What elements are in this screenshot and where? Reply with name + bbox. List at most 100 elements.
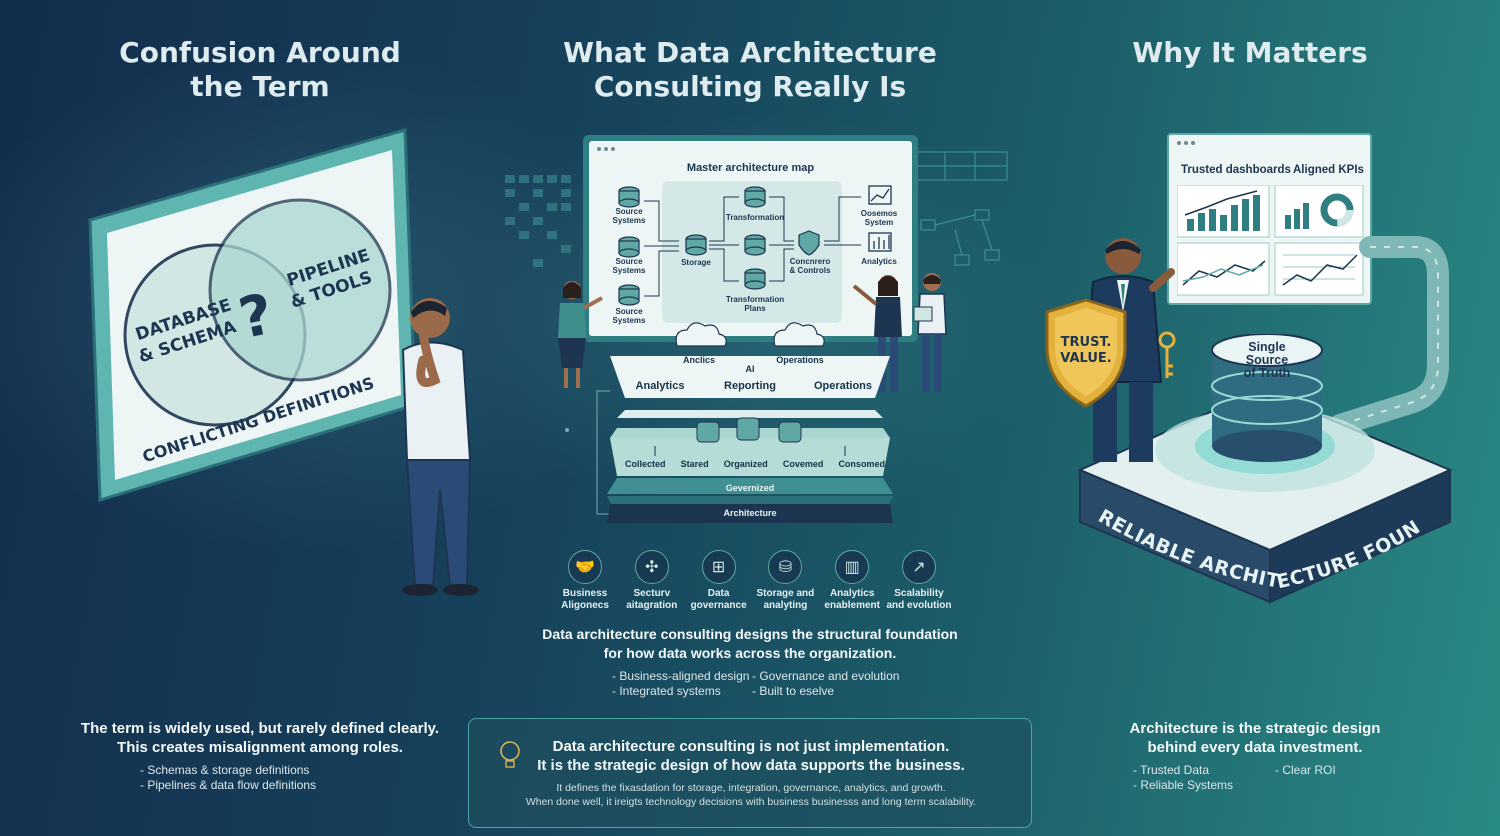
left-title-line1: Confusion Around xyxy=(119,36,401,69)
shield-line2: VALUE. xyxy=(1060,351,1112,366)
capability-line1: Scalability xyxy=(894,588,944,599)
center-bullet: - Built to eselve xyxy=(752,684,835,698)
capability-line2: governance xyxy=(690,600,747,611)
lifecycle-stage: Collected xyxy=(625,459,666,469)
stack-governed-label: Gevernized xyxy=(725,483,775,493)
capability-line2: enablement xyxy=(824,600,880,611)
right-summary-line2: behind every data investment. xyxy=(1147,739,1363,756)
right-bullets-right: - Clear ROI xyxy=(1275,763,1336,778)
map-source-label: Source Systems xyxy=(612,257,646,275)
callout-line1: Data architecture consulting is not just… xyxy=(552,738,950,755)
right-bullet: - Trusted Data xyxy=(1133,763,1210,777)
venn-screen: DATABASE & SCHEMA PIPELINE & TOOLS ? CON… xyxy=(88,128,417,502)
callout-body-line1: It defines the fixasdation for storage, … xyxy=(556,782,946,794)
network-diagram-decoration xyxy=(916,151,1008,266)
capability-line1: Analytics xyxy=(829,588,875,599)
capability-item: ⛁ Storage and analyting xyxy=(752,550,818,612)
key-icon xyxy=(1158,331,1176,378)
single-source-label: Single Source of Truth xyxy=(1225,341,1309,380)
left-bullet: - Pipelines & data flow definitions xyxy=(140,778,317,792)
platform-label: RELIABLE ARCHITECTURE FOUNDATION xyxy=(1075,470,1424,593)
left-summary-line1: The term is widely used, but rarely defi… xyxy=(80,720,440,737)
map-diagram xyxy=(618,185,892,306)
stack-top-label: Analytics xyxy=(635,380,685,392)
architecture-map-board: Master architecture map xyxy=(583,135,918,342)
capability-line1: Secturv xyxy=(633,588,671,599)
shield-icon xyxy=(798,230,820,256)
center-bullets-left: - Business-aligned design - Integrated s… xyxy=(612,669,749,699)
dashboard-label-left: Trusted dashboards xyxy=(1181,164,1291,176)
window-dots xyxy=(597,147,615,151)
map-source-label: Source Systems xyxy=(612,207,646,225)
sot-line2: Source xyxy=(1245,353,1289,367)
capability-line2: and evolution xyxy=(886,600,952,611)
stack-top-label: Operations xyxy=(813,380,873,392)
dashboard-panel: Trusted dashboards Aligned KPIs xyxy=(1167,133,1372,305)
stack-ai-label: AI xyxy=(745,364,755,374)
capability-line2: aitagration xyxy=(626,600,678,611)
thinking-person-illustration xyxy=(401,298,479,596)
svg-text:RELIABLE ARCHITECTURE FOUNDATI: RELIABLE ARCHITECTURE FOUNDATION xyxy=(1075,470,1424,593)
map-controls-label: Concnrero & Controls xyxy=(789,257,831,275)
capability-line1: Storage and xyxy=(756,588,815,599)
window-dots xyxy=(1177,141,1195,145)
capabilities-row: 🤝 Business Aligonecs ✣ Secturv aitagrati… xyxy=(552,550,952,612)
right-summary: Architecture is the strategic design beh… xyxy=(1080,719,1430,757)
left-bullets: - Schemas & storage definitions - Pipeli… xyxy=(140,763,316,793)
shield-text: TRUST. VALUE. xyxy=(1050,335,1122,367)
architecture-map-screen: Master architecture map xyxy=(589,141,912,336)
capability-line1: Data xyxy=(707,588,730,599)
network-icon: ✣ xyxy=(634,550,669,584)
center-bullet: - Business-aligned design xyxy=(612,669,750,683)
sot-line3: of Truth xyxy=(1243,366,1291,380)
center-title-line2: Consulting Really Is xyxy=(593,70,907,103)
left-summary-line2: This creates misalignment among roles. xyxy=(117,739,403,756)
right-bullet: - Reliable Systems xyxy=(1133,778,1234,792)
handshake-icon: 🤝 xyxy=(568,550,602,584)
stack-architecture-label: Architecture xyxy=(723,508,777,518)
platform-text: RELIABLE ARCHITECTURE FOUNDATION xyxy=(1075,470,1424,593)
capability-item: ↗ Scalability and evolution xyxy=(886,550,952,612)
presenter-woman-illustration xyxy=(558,281,603,388)
dashboard-label-right: Aligned KPIs xyxy=(1293,164,1364,176)
map-title: Master architecture map xyxy=(686,162,815,174)
map-output-label: Oosemos System xyxy=(860,209,898,227)
stack-top-label: Reporting xyxy=(724,380,776,392)
dashboard-charts xyxy=(1177,185,1364,296)
capability-item: ⊞ Data governance xyxy=(686,550,752,612)
lifecycle-row: Collected Stared Organized Covemed Conso… xyxy=(625,459,885,469)
left-summary: The term is widely used, but rarely defi… xyxy=(40,719,480,757)
capability-line2: Aligonecs xyxy=(561,600,609,611)
lightbulb-icon xyxy=(500,741,520,768)
right-bullet: - Clear ROI xyxy=(1275,763,1336,777)
lifecycle-stage: Consomed xyxy=(838,459,885,469)
hierarchy-icon: ⊞ xyxy=(701,550,736,584)
lifecycle-stage: Organized xyxy=(723,459,768,469)
lifecycle-stage: Covemed xyxy=(782,459,824,469)
left-title: Confusion Around the Term xyxy=(60,36,460,104)
center-title-line1: What Data Architecture xyxy=(563,36,937,69)
stack-cloud-left-label: Anclics xyxy=(682,355,715,365)
map-source-label: Source Systems xyxy=(612,307,646,325)
growth-chart-icon: ↗ xyxy=(901,550,936,584)
right-title: Why It Matters xyxy=(1132,36,1368,69)
shield-line1: TRUST. xyxy=(1060,335,1112,350)
map-output-label: Analytics xyxy=(861,257,897,266)
venn-circle-right xyxy=(208,198,392,382)
right-bullets-left: - Trusted Data - Reliable Systems xyxy=(1133,763,1233,793)
capability-line2: analyting xyxy=(763,600,808,611)
callout-headline: Data architecture consulting is not just… xyxy=(469,737,1033,775)
center-definition-line1: Data architecture consulting designs the… xyxy=(542,626,958,642)
data-pipeline-road xyxy=(1329,236,1449,435)
layered-stack-illustration xyxy=(565,322,893,523)
callout-line2: It is the strategic design of how data s… xyxy=(537,757,965,774)
center-definition: Data architecture consulting designs the… xyxy=(480,625,1020,663)
database-icon: ⛁ xyxy=(768,550,803,584)
callout-body: It defines the fixasdation for storage, … xyxy=(469,781,1033,809)
callout-body-line2: When done well, it ireigts technology de… xyxy=(525,796,977,808)
center-bullets-right: - Governance and evolution - Built to es… xyxy=(752,669,899,699)
capability-item: 🤝 Business Aligonecs xyxy=(552,550,618,612)
sot-line1: Single xyxy=(1248,340,1286,354)
capability-line1: Business xyxy=(562,588,608,599)
data-grid-decoration xyxy=(505,175,571,267)
